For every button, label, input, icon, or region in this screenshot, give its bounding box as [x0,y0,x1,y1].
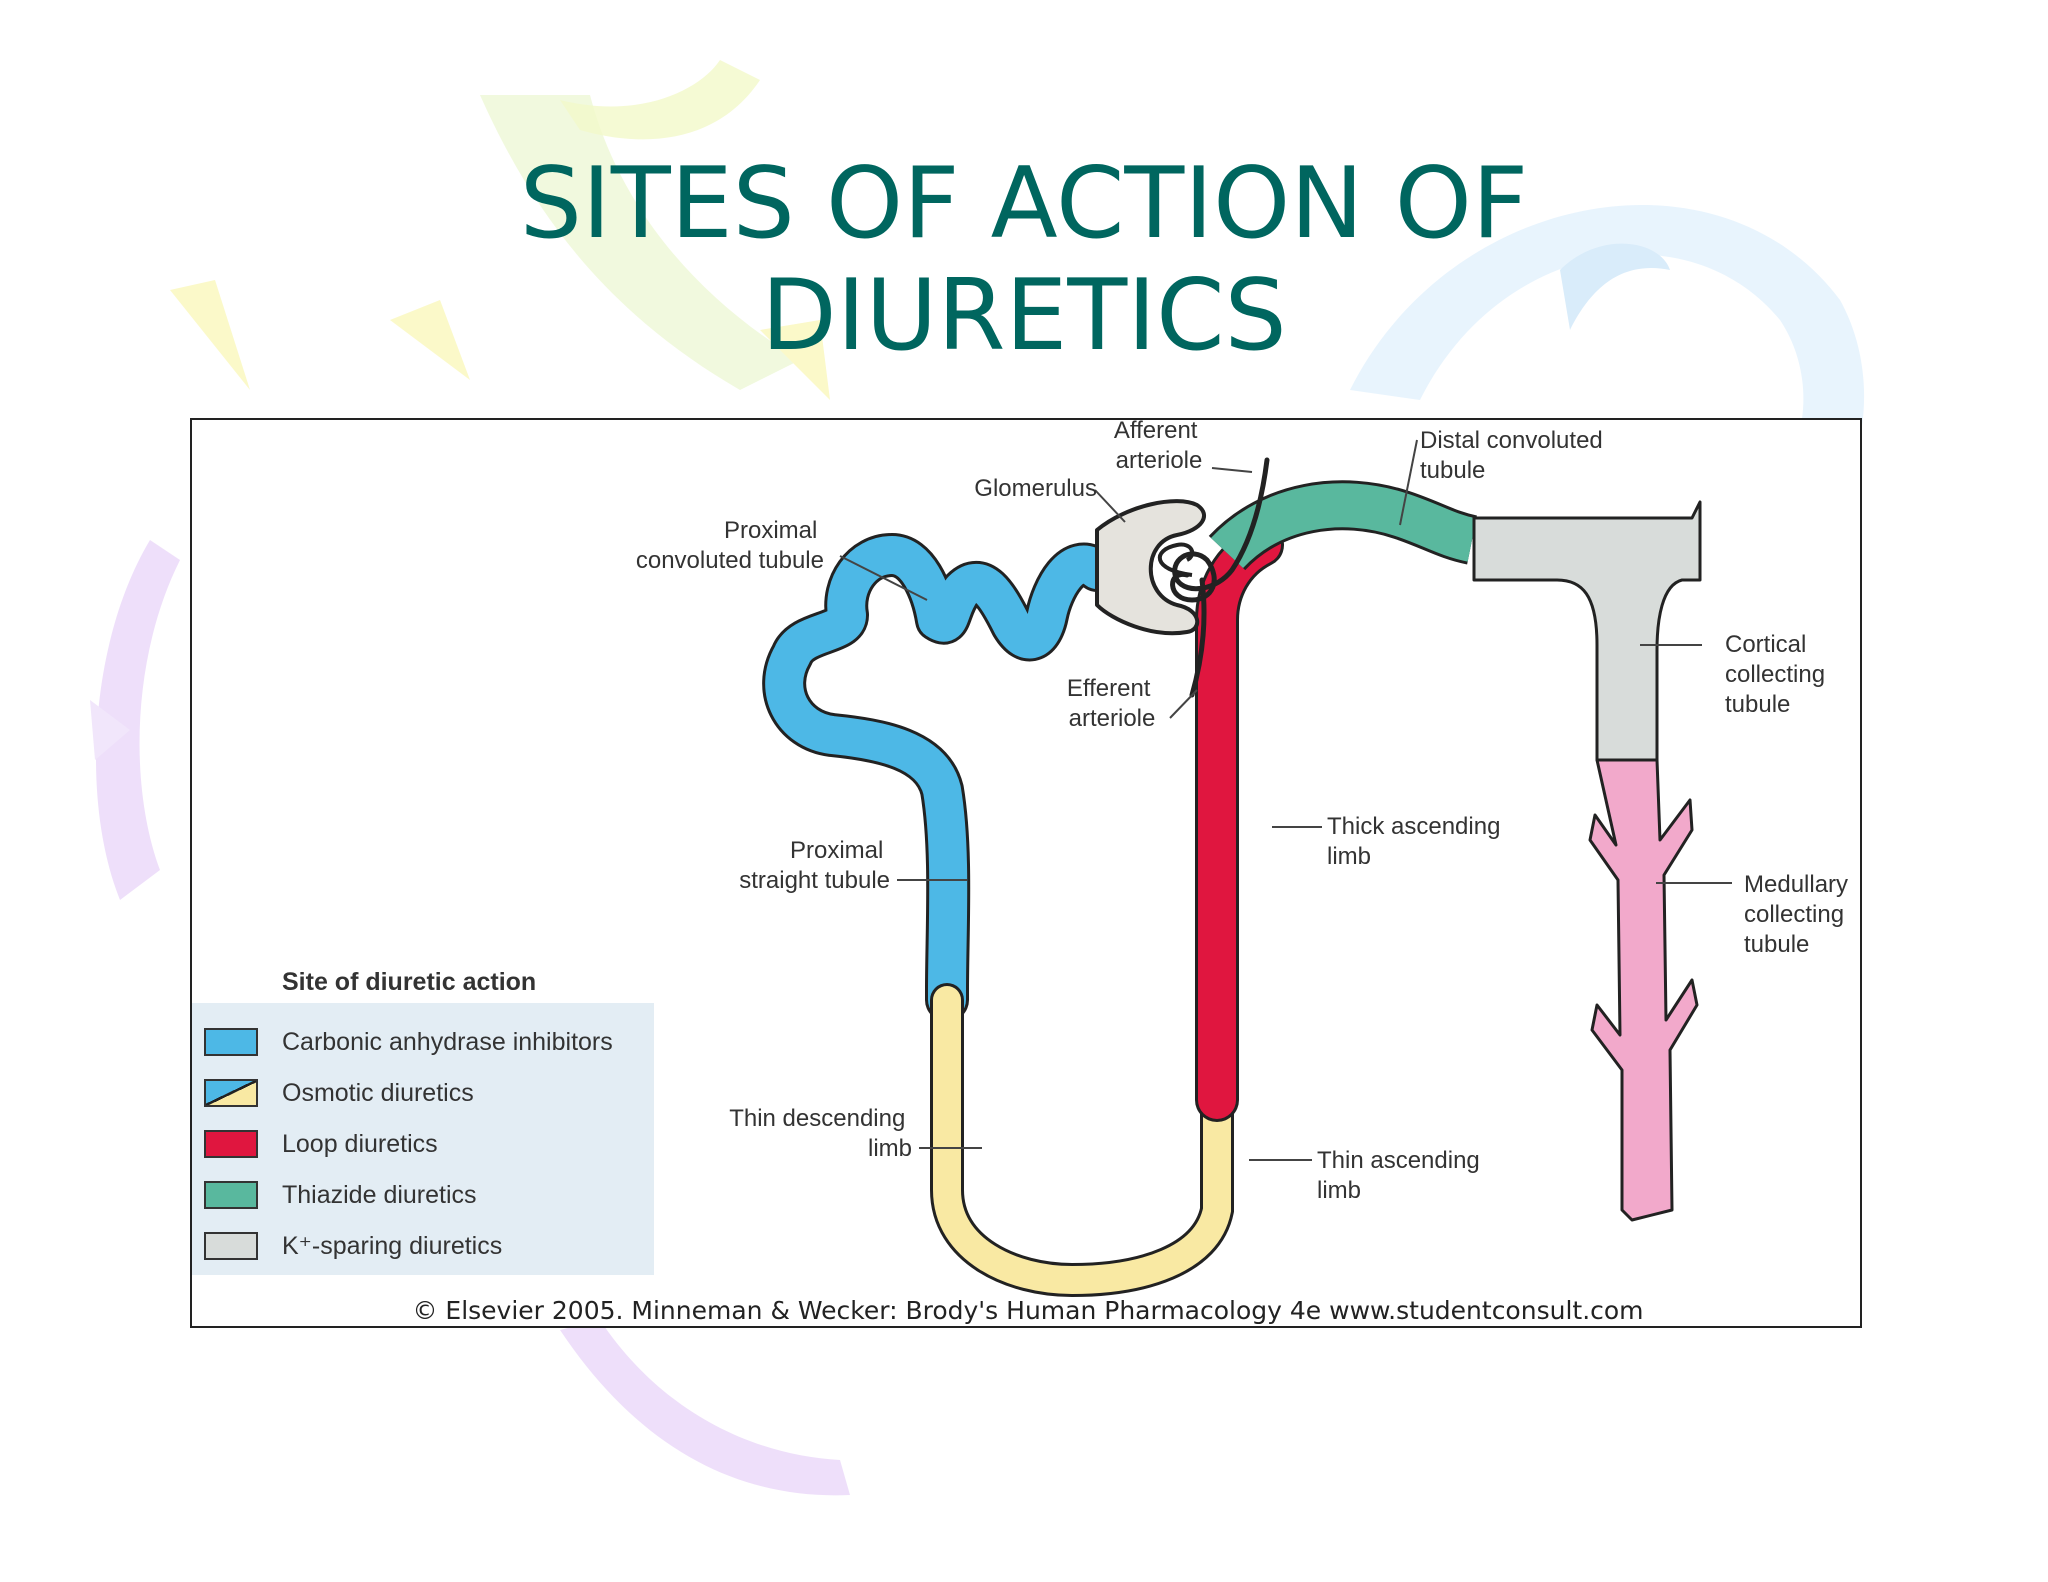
legend-label: K⁺-sparing diuretics [282,1232,503,1260]
thiazide-swatch-icon [204,1181,258,1209]
legend-item-thiazide: Thiazide diuretics [204,1175,477,1215]
title-line-1: SITES OF ACTION OF [519,147,1529,261]
k-sparing-swatch-icon [204,1232,258,1260]
nephron-figure: Afferent arteriole Glomerulus Efferent a… [190,418,1862,1328]
legend-item-k-sparing: K⁺-sparing diuretics [204,1226,502,1266]
label-afferent-arteriole: Afferent arteriole [1114,420,1204,474]
legend-item-carbonic: Carbonic anhydrase inhibitors [204,1022,613,1062]
label-thick-ascending-limb: Thick ascending limb [1327,813,1507,870]
legend-title: Site of diuretic action [282,968,537,996]
efferent-arteriole [1189,577,1207,698]
label-proximal-straight-tubule: Proximal straight tubule [739,837,890,894]
afferent-arteriole [1170,457,1270,603]
label-distal-convoluted-tubule: Distal convoluted tubule [1420,427,1609,484]
label-medullary-collecting-tubule: Medullary collecting tubule [1744,871,1855,958]
page-title: SITES OF ACTION OF DIURETICS [0,148,2048,372]
loop-of-henle-thin [930,983,1234,1298]
copyright-credit: © Elsevier 2005. Minneman & Wecker: Brod… [412,1296,1644,1325]
legend-panel [192,1003,654,1275]
label-thin-ascending-limb: Thin ascending limb [1317,1147,1486,1204]
legend-label: Thiazide diuretics [282,1180,477,1209]
title-line-2: DIURETICS [761,259,1287,373]
glomerulus-capsule [1095,499,1206,636]
loop-swatch-icon [204,1130,258,1158]
label-efferent-arteriole: Efferent arteriole [1067,675,1157,732]
carbonic-swatch-icon [204,1028,258,1056]
cortical-collecting-tubule [1472,500,1702,762]
legend-item-loop: Loop diuretics [204,1124,438,1164]
legend-label: Loop diuretics [282,1129,438,1158]
label-glomerulus: Glomerulus [974,475,1097,502]
legend-item-osmotic: Osmotic diuretics [204,1073,474,1113]
legend-label: Carbonic anhydrase inhibitors [282,1027,613,1056]
label-cortical-collecting-tubule: Cortical collecting tubule [1725,631,1832,718]
legend-label: Osmotic diuretics [282,1078,474,1107]
nephron-diagram: Afferent arteriole Glomerulus Efferent a… [636,420,1855,1298]
osmotic-swatch-icon [204,1079,258,1107]
medullary-collecting-tubule [1588,758,1699,1222]
label-proximal-convoluted-tubule: Proximal convoluted tubule [636,517,824,574]
label-thin-descending-limb: Thin descending limb [729,1105,912,1162]
